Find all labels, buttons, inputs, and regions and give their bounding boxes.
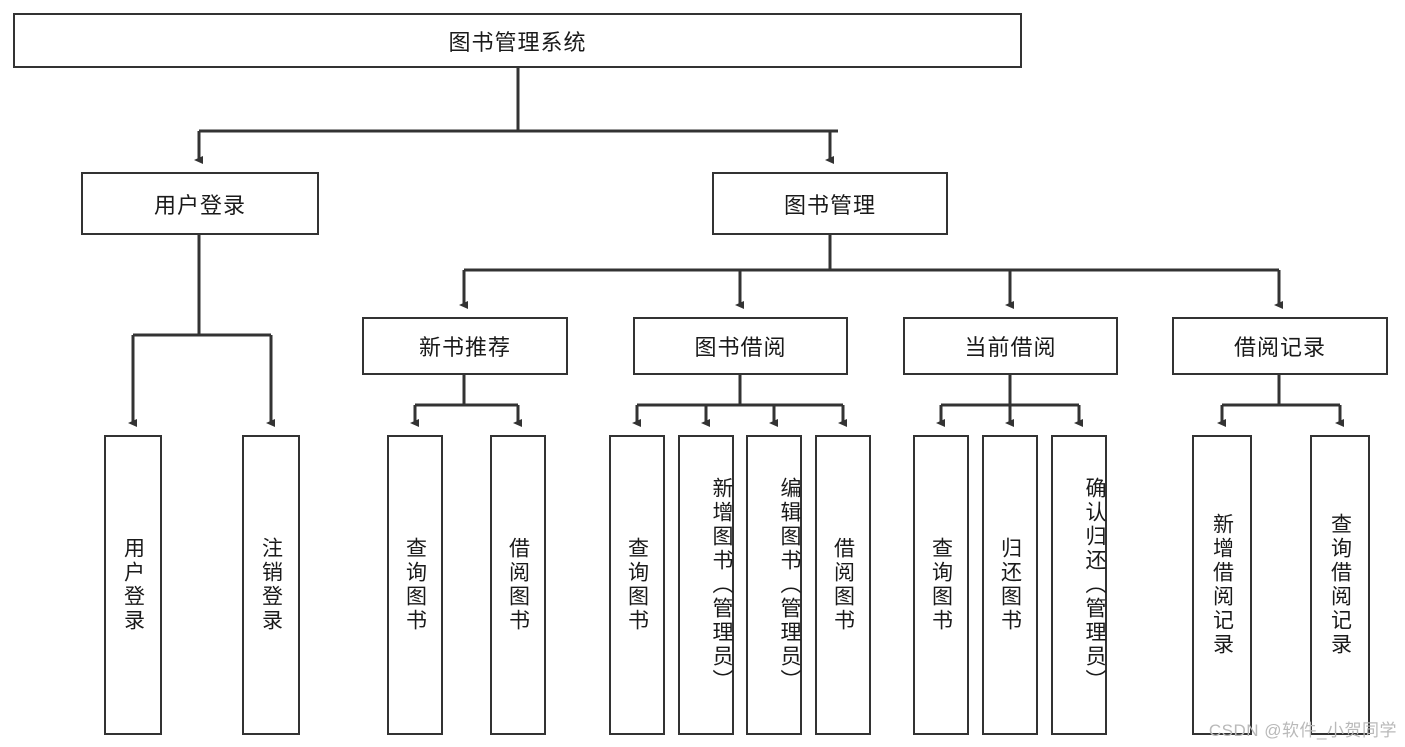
leaf-new-book-query[interactable]: 查询图书 bbox=[387, 435, 443, 735]
leaf-user-login-signin[interactable]: 用户登录 bbox=[104, 435, 162, 735]
node-borrow-record[interactable]: 借阅记录 bbox=[1172, 317, 1388, 375]
leaf-current-borrow-query[interactable]: 查询图书 bbox=[913, 435, 969, 735]
leaf-book-borrow-lend[interactable]: 借阅图书 bbox=[815, 435, 871, 735]
node-label: 确认归还（管理员） bbox=[1083, 477, 1106, 693]
node-label: 新增借阅记录 bbox=[1210, 513, 1234, 657]
node-label: 新书推荐 bbox=[418, 335, 511, 360]
node-label: 借阅图书 bbox=[831, 537, 855, 633]
leaf-book-borrow-edit[interactable]: 编辑图书（管理员） bbox=[746, 435, 802, 735]
node-label: 当前借阅 bbox=[964, 335, 1057, 360]
node-label: 图书管理系统 bbox=[448, 29, 587, 55]
leaf-current-borrow-return[interactable]: 归还图书 bbox=[982, 435, 1038, 735]
leaf-book-borrow-add[interactable]: 新增图书（管理员） bbox=[678, 435, 734, 735]
leaf-borrow-record-query[interactable]: 查询借阅记录 bbox=[1310, 435, 1370, 735]
node-label: 查询图书 bbox=[929, 537, 953, 633]
node-label: 编辑图书（管理员） bbox=[778, 477, 801, 693]
node-book-borrow[interactable]: 图书借阅 bbox=[633, 317, 848, 375]
leaf-book-borrow-query[interactable]: 查询图书 bbox=[609, 435, 665, 735]
node-label: 图书管理 bbox=[783, 192, 876, 218]
node-book-management[interactable]: 图书管理 bbox=[712, 172, 948, 235]
node-current-borrow[interactable]: 当前借阅 bbox=[903, 317, 1118, 375]
csdn-watermark: CSDN @软件_小贺同学 bbox=[1208, 721, 1397, 740]
node-label: 归还图书 bbox=[998, 537, 1022, 633]
node-label: 用户登录 bbox=[153, 192, 246, 218]
leaf-borrow-record-add[interactable]: 新增借阅记录 bbox=[1192, 435, 1252, 735]
node-label: 借阅记录 bbox=[1233, 335, 1326, 360]
node-label: 新增图书（管理员） bbox=[710, 477, 733, 693]
node-label: 图书借阅 bbox=[694, 335, 787, 360]
node-root-system[interactable]: 图书管理系统 bbox=[13, 13, 1022, 68]
node-label: 查询借阅记录 bbox=[1328, 513, 1352, 657]
node-new-book-recommend[interactable]: 新书推荐 bbox=[362, 317, 568, 375]
leaf-current-borrow-confirm[interactable]: 确认归还（管理员） bbox=[1051, 435, 1107, 735]
node-label: 用户登录 bbox=[121, 537, 145, 633]
leaf-new-book-borrow[interactable]: 借阅图书 bbox=[490, 435, 546, 735]
node-label: 借阅图书 bbox=[506, 537, 530, 633]
node-label: 注销登录 bbox=[259, 537, 283, 633]
node-label: 查询图书 bbox=[403, 537, 427, 633]
leaf-user-login-signout[interactable]: 注销登录 bbox=[242, 435, 300, 735]
node-label: 查询图书 bbox=[625, 537, 649, 633]
node-user-login[interactable]: 用户登录 bbox=[81, 172, 319, 235]
